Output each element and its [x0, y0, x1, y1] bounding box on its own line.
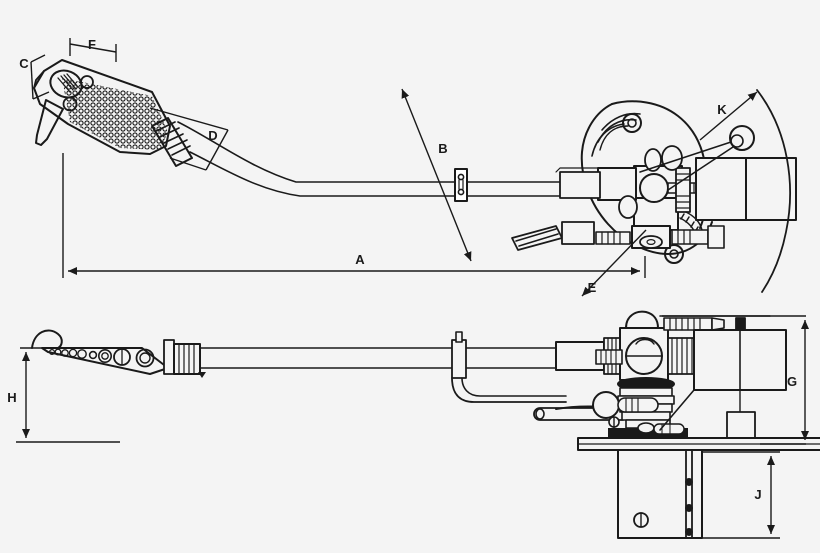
dimension-G — [662, 315, 809, 445]
dimension-label-D: D — [208, 128, 217, 143]
dimension-label-F: F — [88, 37, 96, 52]
side-left-shaft — [595, 349, 623, 365]
side-view-group — [31, 310, 820, 539]
dimension-J — [700, 451, 780, 539]
threaded-collar — [675, 167, 691, 213]
dimension-label-B: B — [438, 141, 447, 156]
strain-relief-boot — [151, 117, 193, 167]
side-roller — [592, 391, 659, 419]
dimension-K — [699, 91, 758, 141]
dimension-A — [62, 153, 646, 278]
pedestal-column — [617, 449, 703, 539]
lower-spindle — [631, 225, 671, 249]
dimension-H — [16, 347, 120, 443]
eyelet-bottom — [664, 244, 684, 264]
hook-loop — [31, 329, 63, 349]
boom-valve — [451, 331, 567, 403]
right-lower-nipple — [671, 225, 725, 249]
connector-box — [561, 221, 595, 245]
dimension-label-G: G — [787, 374, 797, 389]
dimension-label-C: C — [19, 56, 29, 71]
dimension-label-J: J — [754, 487, 761, 502]
boom-tube — [198, 347, 557, 378]
side-ferrule — [163, 339, 201, 375]
dimension-label-A: A — [355, 252, 365, 267]
dimension-label-H: H — [7, 390, 16, 405]
dimension-B — [401, 88, 472, 262]
tube-marker — [198, 372, 206, 378]
adjust-knob-linkage — [639, 125, 755, 191]
button-upper — [80, 75, 94, 89]
dimension-label-E: E — [588, 280, 597, 295]
eyelet-top — [622, 113, 642, 133]
motor-housing-left — [695, 157, 747, 221]
pendant-box — [726, 411, 756, 439]
left-port — [555, 167, 601, 199]
lower-nipple — [595, 231, 631, 245]
drive-head-assembly — [511, 100, 797, 264]
dimension-labels: A B C D E F G H J K — [7, 37, 797, 502]
dimension-layer — [16, 38, 809, 539]
dimension-E — [581, 229, 647, 297]
button-lower — [62, 96, 78, 112]
dimension-C — [30, 54, 50, 100]
swing-arc — [756, 89, 791, 293]
conduit-hose — [177, 121, 597, 197]
dial-serrations — [57, 73, 79, 93]
head-dome — [625, 310, 659, 329]
dimension-F — [69, 38, 117, 62]
side-handle — [31, 329, 169, 375]
dimension-label-K: K — [717, 102, 727, 117]
trigger-lever — [35, 99, 64, 146]
top-view-group — [33, 59, 797, 293]
conduit-clamp — [454, 168, 468, 202]
dimension-D — [149, 107, 229, 171]
